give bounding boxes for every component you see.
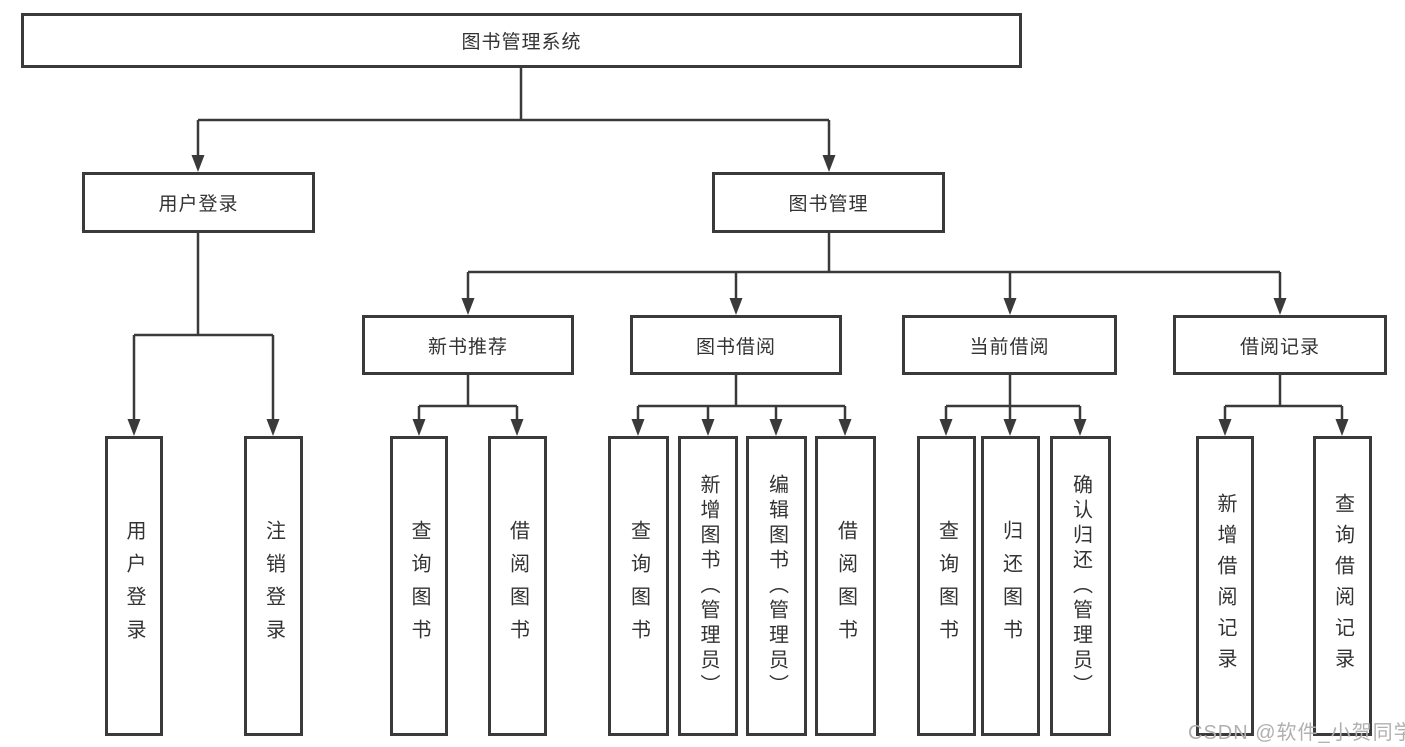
leaf-query-books-borrowing: 查询图书 [608,436,669,736]
node-new-book-recommend: 新书推荐 [362,315,574,375]
leaf-query-books-current: 查询图书 [917,436,976,736]
leaf-query-borrow-record: 查询借阅记录 [1313,436,1372,736]
node-label: 用户登录 [158,194,239,215]
leaf-label: 用户登录 [123,520,145,652]
leaf-label: 借阅图书 [834,520,857,652]
leaf-confirm-return-admin: 确认归还（管理员） [1050,436,1111,736]
leaf-query-books-recommend: 查询图书 [390,436,448,736]
leaf-label: 查询图书 [408,520,430,652]
leaf-add-borrow-record: 新增借阅记录 [1196,436,1254,736]
leaf-label: 借阅图书 [506,520,529,652]
node-label: 图书借阅 [695,336,776,358]
node-label: 图书管理 [788,194,869,215]
node-user-login: 用户登录 [82,172,315,233]
leaf-label: 编辑图书（管理员） [765,473,788,699]
leaf-borrow-books-borrowing: 借阅图书 [815,436,876,736]
node-label: 当前借阅 [969,336,1050,358]
leaf-label: 新增借阅记录 [1214,493,1236,679]
node-book-borrowing: 图书借阅 [630,315,842,375]
leaf-label: 归还图书 [999,520,1022,652]
csdn-watermark: CSDN @软件_小贺同学 [1188,722,1405,744]
node-label: 图书管理系统 [461,32,582,53]
leaf-return-books: 归还图书 [981,436,1040,736]
node-library-management-system: 图书管理系统 [21,13,1022,68]
leaf-label: 确认归还（管理员） [1069,473,1092,699]
leaf-user-login: 用户登录 [105,436,163,736]
leaf-label: 注销登录 [262,520,285,652]
leaf-edit-book-admin: 编辑图书（管理员） [746,436,807,736]
leaf-borrow-books-recommend: 借阅图书 [488,436,547,736]
node-label: 新书推荐 [427,336,508,358]
leaf-logout: 注销登录 [244,436,303,736]
node-current-borrowing: 当前借阅 [902,315,1117,375]
leaf-add-book-admin: 新增图书（管理员） [678,436,738,736]
leaf-label: 查询图书 [627,520,650,652]
node-book-management: 图书管理 [712,172,945,233]
node-borrow-records: 借阅记录 [1173,315,1387,375]
leaf-label: 新增图书（管理员） [697,473,719,699]
leaf-label: 查询借阅记录 [1331,493,1354,679]
node-label: 借阅记录 [1239,336,1320,358]
leaf-label: 查询图书 [935,520,958,652]
